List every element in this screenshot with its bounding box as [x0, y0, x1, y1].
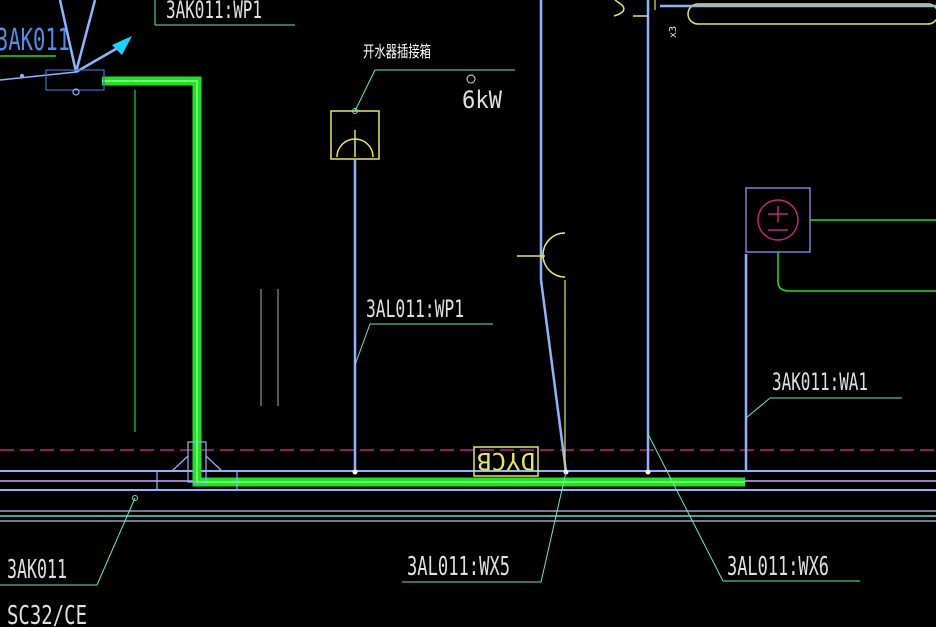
green-conduit: [102, 76, 745, 487]
small-mark: x3: [668, 26, 679, 38]
socket-box: [330, 69, 515, 475]
fan-symbol: [757, 199, 799, 241]
top-left-fixture: [0, 0, 295, 96]
bottom-mid-wire-label: 3AL011:WX5: [407, 552, 510, 582]
junction-left: [156, 441, 238, 490]
riser-center: [517, 0, 656, 475]
tray-mark: DYCB: [477, 447, 535, 475]
fan-box: [744, 187, 936, 472]
cable-tray-bottom: [0, 449, 936, 522]
mid-wire-label: 3AL011:WP1: [366, 295, 464, 323]
power-label: 6kW: [462, 86, 502, 114]
top-wire-label: 3AK011:WP1: [166, 0, 262, 24]
water-heater-box-label: 开水器插接箱: [363, 42, 431, 61]
arrow-symbol: [112, 36, 132, 55]
top-right-fixture: [613, 0, 936, 25]
bottom-leaders: [0, 433, 860, 586]
outlet-symbol: [542, 232, 566, 278]
top-left-partial-label: 3AK011: [0, 23, 70, 58]
bottom-left-code-label: 3AK011: [7, 555, 67, 585]
bottom-left-pipe-label: SC32/CE: [7, 601, 87, 627]
bottom-right-wire-label: 3AL011:WX6: [727, 552, 829, 582]
right-wire-label: 3AK011:WA1: [772, 368, 868, 396]
